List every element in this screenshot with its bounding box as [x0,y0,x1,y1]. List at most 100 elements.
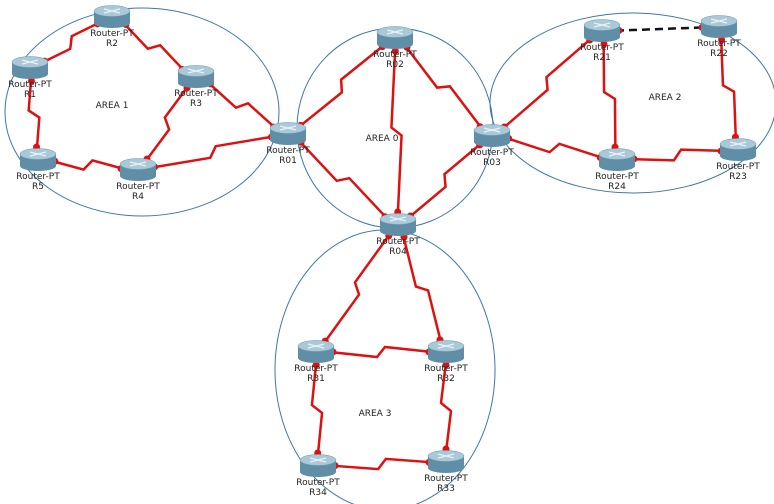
ethernet-cable [615,26,706,32]
router-model-label: Router-PT [580,43,624,53]
serial-cable [41,21,101,64]
router-icon [269,122,307,145]
serial-cable [329,345,433,359]
router-icon [177,65,215,88]
router-icon [11,56,49,79]
link-R21-R24[interactable] [600,40,619,151]
link-R02-R04[interactable] [390,47,403,216]
router-name-label: R4 [132,192,144,202]
area2-label: AREA 2 [649,93,682,103]
serial-cable [207,81,277,130]
area2-boundary [489,12,774,194]
link-R1-R2[interactable] [40,20,102,65]
router-model-label: Router-PT [373,50,417,60]
serial-cable [297,43,386,129]
serial-cable [505,136,604,160]
router-icon [379,213,417,236]
router-icon [376,26,414,49]
router-model-label: Router-PT [90,29,134,39]
port-status-dot [442,361,450,369]
link-R24-R23[interactable] [630,147,725,163]
router-model-label: Router-PT [595,172,639,182]
link-R3-R01[interactable] [206,80,278,131]
router-name-label: R3 [190,99,202,109]
serial-cable [27,77,41,151]
serial-cable [403,44,484,130]
link-R04-R31[interactable] [321,232,393,345]
link-R5-R4[interactable] [51,157,125,173]
serial-cable [439,361,453,453]
port-status-dot [718,36,726,44]
router-name-label: R23 [729,172,747,182]
serial-cable [401,234,443,343]
serial-cable [310,361,324,457]
serial-cable [630,148,725,162]
area0-label: AREA 0 [366,134,399,144]
port-status-dot [312,361,320,369]
router-name-label: R03 [483,158,501,168]
router-name-label: R21 [593,53,611,63]
router-name-label: R33 [437,484,455,494]
router-model-label: Router-PT [697,39,741,49]
link-R32-R33[interactable] [439,361,453,453]
router-name-label: R01 [279,156,297,166]
router-name-label: R2 [106,39,118,49]
router-name-label: R24 [608,182,626,192]
router-name-label: R31 [307,374,325,384]
link-R03-R24[interactable] [505,134,604,162]
serial-cable [297,139,389,220]
link-R31-R32[interactable] [329,345,433,359]
link-R04-R32[interactable] [400,233,444,344]
router-icon [93,5,131,28]
router-icon [473,124,511,147]
link-R34-R33[interactable] [331,457,433,471]
router-icon [299,454,337,477]
router-name-label: R04 [389,247,407,257]
router-icon [119,158,157,181]
link-R4-R01[interactable] [151,133,275,171]
router-icon [297,340,335,363]
router-icon [583,19,621,42]
serial-cable [51,159,125,171]
router-model-label: Router-PT [8,80,52,90]
router-icon [427,340,465,363]
link-R21-R22[interactable] [615,23,706,35]
router-name-label: R5 [32,182,44,192]
serial-cable [331,457,433,471]
port-status-dot [391,47,399,55]
serial-cable [322,232,392,345]
router-model-label: Router-PT [424,364,468,374]
router-model-label: Router-PT [174,89,218,99]
serial-cable [151,135,275,169]
router-model-label: Router-PT [470,148,514,158]
router-icon [719,138,757,161]
serial-cable [390,47,403,216]
serial-cable [122,21,186,73]
serial-cable [602,40,617,151]
router-name-label: R02 [386,60,404,70]
router-model-label: Router-PT [266,146,310,156]
router-name-label: R1 [24,90,36,100]
router-icon [427,450,465,473]
router-model-label: Router-PT [296,478,340,488]
port-status-dot [27,77,35,85]
